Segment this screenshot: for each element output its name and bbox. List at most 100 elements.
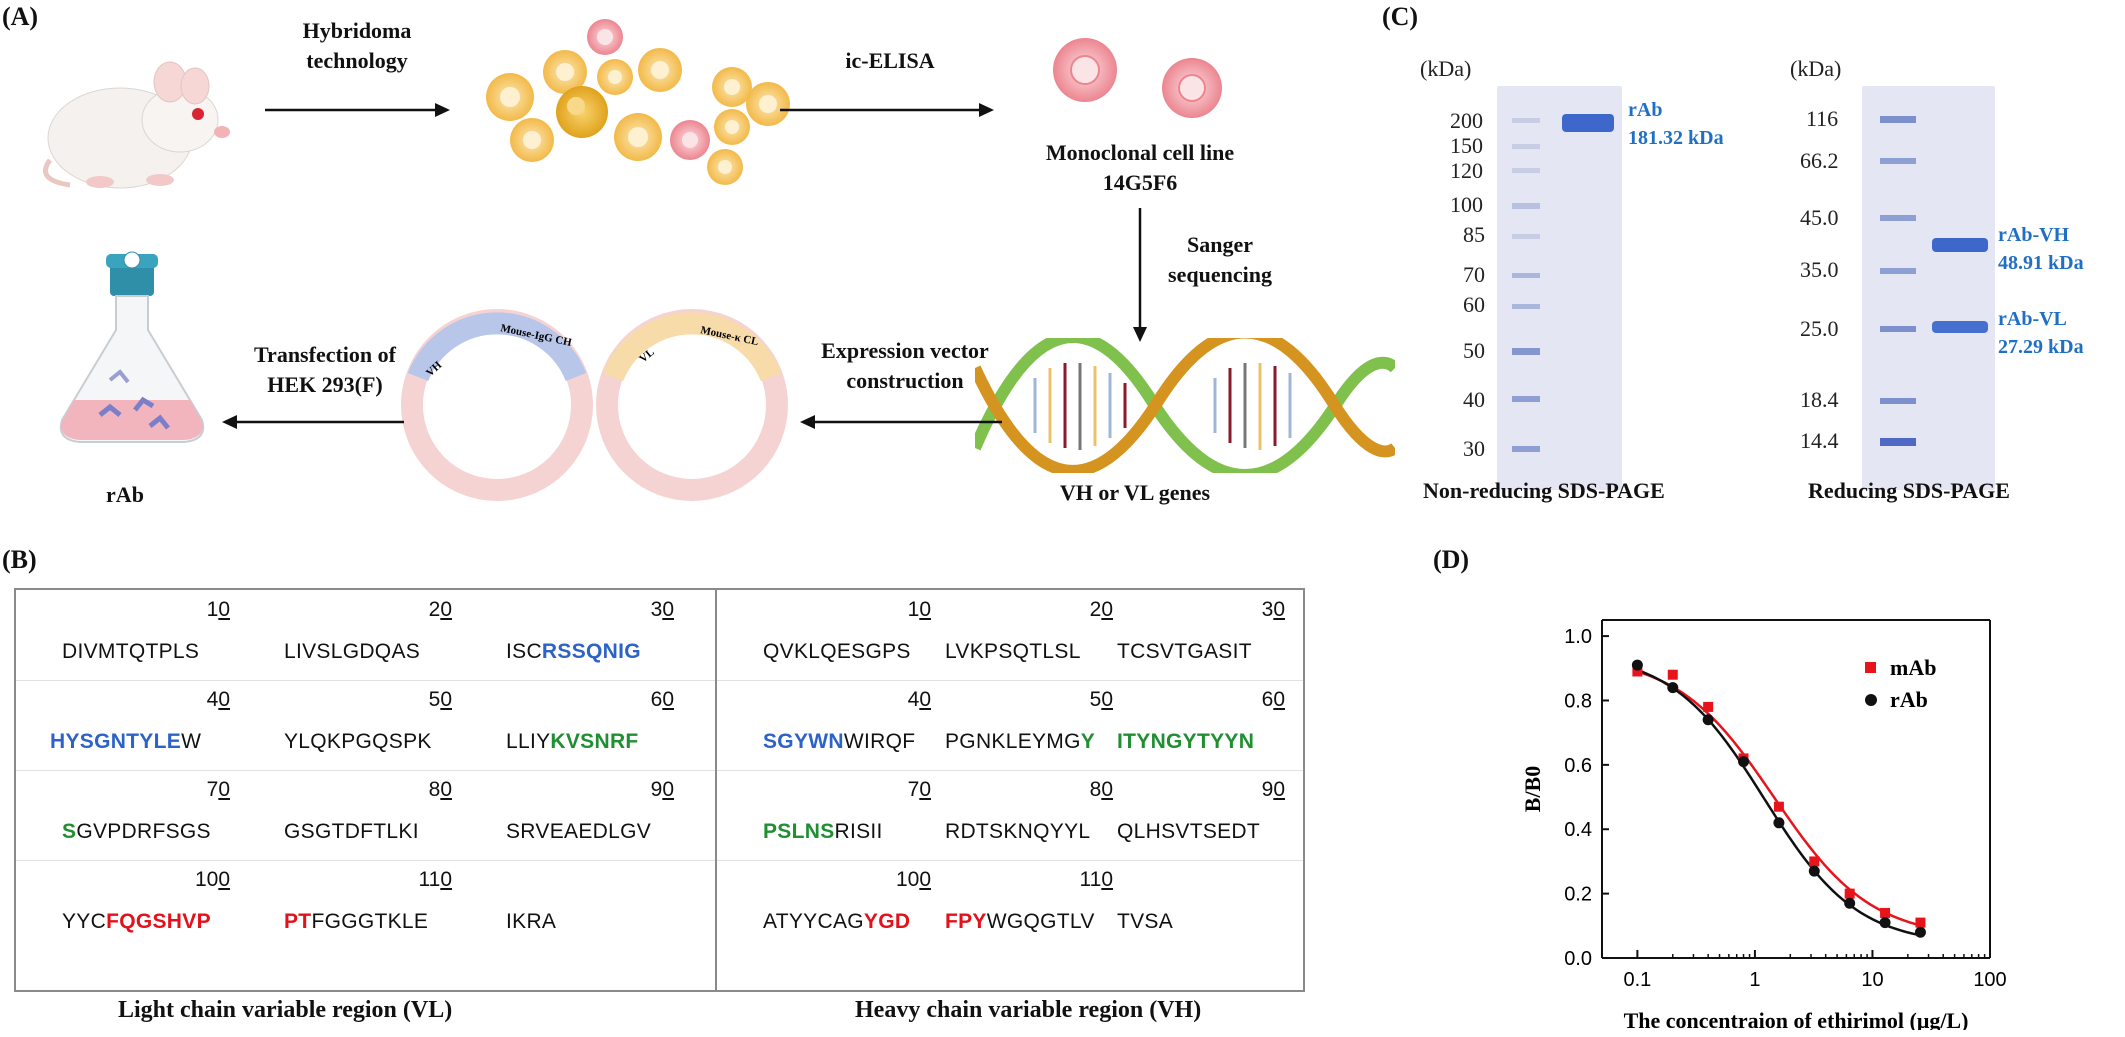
seq-number: 30 xyxy=(650,598,674,621)
seq-number: 100 xyxy=(194,868,230,891)
sequence-table-divider xyxy=(715,590,717,990)
seq-number: 10 xyxy=(206,598,230,621)
vl-caption: Light chain variable region (VL) xyxy=(118,997,453,1023)
gel1-marker-100: 100 xyxy=(1450,192,1483,217)
x-tick-label: 1 xyxy=(1749,969,1760,991)
gel1-ladder-band xyxy=(1512,118,1540,123)
step-transfection-line2: HEK 293(F) xyxy=(267,372,383,397)
seq-segment: RDTSKNQYYL xyxy=(945,820,1091,843)
gel1-ladder-band xyxy=(1512,304,1540,309)
seq-segment: YLQKPGQSPK xyxy=(284,730,432,753)
data-point-rab xyxy=(1914,926,1926,938)
arrow-expression xyxy=(800,415,1002,429)
gel2-ladder-band xyxy=(1880,438,1916,446)
arrow-sanger xyxy=(1133,208,1147,342)
seq-number: 80 xyxy=(1089,778,1113,801)
gel1-ladder-band xyxy=(1512,396,1540,402)
seq-segment: LIVSLGDQAS xyxy=(284,640,421,663)
y-tick-label: 0.2 xyxy=(1564,884,1592,906)
seq-segment: GSGTDFTLKI xyxy=(284,820,419,843)
seq-segment: HYSGNTYLEW xyxy=(50,730,202,753)
seq-number: 100 xyxy=(895,868,931,891)
step-elisa: ic-ELISA xyxy=(845,48,935,73)
data-point-mab xyxy=(1844,888,1855,899)
gel2-vl-name: rAb-VL xyxy=(1998,308,2067,330)
x-tick-label: 0.1 xyxy=(1623,969,1651,991)
gel2-marker-25: 25.0 xyxy=(1800,316,1839,341)
gel1-band-name: rAb xyxy=(1628,99,1663,121)
gel2-ladder-band xyxy=(1880,116,1916,123)
seq-segment: ATYYCAGYGD xyxy=(763,910,911,933)
y-tick-label: 1.0 xyxy=(1564,626,1592,648)
seq-number: 50 xyxy=(428,688,452,711)
data-point-mab xyxy=(1880,907,1891,918)
seq-segment: LVKPSQTLSL xyxy=(945,640,1081,663)
seq-segment: PSLNSRISII xyxy=(763,820,883,843)
step-transfection-line1: Transfection of xyxy=(254,342,396,367)
gel1-marker-120: 120 xyxy=(1450,158,1483,183)
gel2-vl-mass: 27.29 kDa xyxy=(1998,336,2084,358)
y-tick-label: 0.0 xyxy=(1564,948,1592,970)
data-point-rab xyxy=(1773,817,1785,829)
gel1-marker-60: 60 xyxy=(1463,292,1485,317)
x-tick-label: 10 xyxy=(1861,969,1883,991)
gel1-rab-band xyxy=(1562,114,1614,132)
seq-number: 110 xyxy=(418,868,453,891)
cell-line-line2: 14G5F6 xyxy=(1102,170,1178,195)
data-point-mab xyxy=(1915,917,1926,928)
gel2-ladder-band xyxy=(1880,268,1916,274)
step-transfection: Transfection of HEK 293(F) xyxy=(225,340,425,400)
y-axis-label: B/B0 xyxy=(1520,766,1545,812)
gel2-marker-116: 116 xyxy=(1806,106,1839,131)
gel1-band-mass: 181.32 kDa xyxy=(1628,127,1724,149)
data-point-rab xyxy=(1738,756,1750,768)
gel2-marker-35: 35.0 xyxy=(1800,257,1839,282)
gel2-vl-band xyxy=(1932,321,1988,333)
x-axis-label: The concentraion of ethirimol (μg/L) xyxy=(1624,1008,1969,1030)
product-label: rAb xyxy=(106,482,144,507)
panel-c-label: (C) xyxy=(1382,2,1419,31)
seq-number: 60 xyxy=(650,688,674,711)
gel1-marker-150: 150 xyxy=(1450,133,1483,158)
seq-number: 40 xyxy=(907,688,931,711)
y-tick-label: 0.4 xyxy=(1564,819,1592,841)
gel1-ladder-band xyxy=(1512,273,1540,278)
gel2-vh-band xyxy=(1932,238,1988,252)
data-point-mab xyxy=(1809,856,1820,867)
flask-icon xyxy=(59,251,205,443)
gel1-band-label: rAb 181.32 kDa xyxy=(1628,96,1724,152)
seq-segment: ITYNGYTYYN xyxy=(1117,730,1255,753)
seq-number: 10 xyxy=(907,598,931,621)
y-tick-label: 0.8 xyxy=(1564,690,1592,712)
seq-number: 80 xyxy=(428,778,452,801)
mouse-illustration xyxy=(43,61,230,189)
step-hybridoma: Hybridoma technology xyxy=(262,16,452,76)
data-point-rab xyxy=(1808,865,1820,877)
gel2-marker-66: 66.2 xyxy=(1800,148,1839,173)
gel1-marker-85: 85 xyxy=(1463,222,1485,247)
arrow-elisa xyxy=(780,103,994,117)
seq-segment: PTFGGGTKLE xyxy=(284,910,429,933)
step-sanger-line1: Sanger xyxy=(1187,232,1253,257)
gel2-vh-name: rAb-VH xyxy=(1998,224,2070,246)
seq-segment: FPYWGQGTLV xyxy=(945,910,1095,933)
gel2-ladder-band xyxy=(1880,326,1916,332)
data-point-rab xyxy=(1631,659,1643,671)
